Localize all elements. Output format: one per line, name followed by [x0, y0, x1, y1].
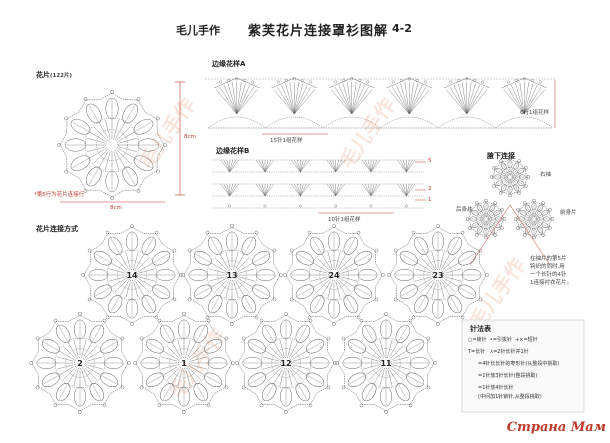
join-motif: 11: [335, 312, 437, 414]
join-motif: 14: [81, 224, 183, 326]
legend-item-4dc: =1针放4针长针: [478, 385, 514, 391]
motif-number: 23: [432, 271, 443, 280]
edge-a-side-note: 6行1组花样: [520, 110, 549, 116]
legend-item: ○=锁针 •=引拔针 +×=短针: [468, 336, 538, 343]
legend-item: T=长针 ⅄=2针长针并1针: [468, 348, 529, 355]
motif-label-text: 花片: [36, 71, 50, 79]
edge-b-repeat: 10针1组花样: [328, 217, 361, 223]
underarm-note-line: 在袖片的第5片: [530, 256, 567, 262]
legend-item-3dc: =1针放3针长针(整段挑取): [478, 373, 538, 379]
author-label: 毛儿手作: [176, 24, 220, 37]
legend-item-4dc-note: (中间加1针锁针,从整段挑取): [478, 394, 542, 400]
edge-pattern-a: [207, 77, 554, 129]
page-code: 4-2: [392, 22, 412, 35]
motif-label: 花片(122片): [36, 70, 72, 80]
motif-number: 14: [126, 271, 138, 280]
underarm-front: 前身片: [560, 210, 577, 216]
edge-b-row-2: 2: [428, 186, 432, 192]
motif-width: 8cm: [110, 205, 122, 211]
join-motif: 1: [133, 312, 235, 414]
motif-number: 13: [226, 271, 237, 280]
join-motif: 2: [29, 312, 131, 414]
legend-title: 针法表: [470, 325, 491, 333]
edge-a-repeat: 15针1组花样: [270, 138, 303, 144]
underarm-back: 后身片: [456, 207, 473, 213]
motif-number: 2: [77, 359, 83, 368]
motif-number: 12: [280, 359, 291, 368]
motif-join-note: *第5行为花片连接行: [34, 192, 85, 198]
underarm-right-sleeve: 右袖: [540, 172, 552, 178]
dimension-lines: [60, 81, 185, 203]
edge-b-row-5: 5: [428, 158, 432, 164]
underarm-note-line: 钩织的同时,用: [530, 264, 565, 270]
join-motif: 24: [283, 224, 385, 326]
page-title: 紫芙花片连接罩衫图解: [248, 24, 389, 39]
underarm-note: 在袖片的第5片 钩织的同时,用 一个长针的4针 1连接衬衣花片。: [530, 255, 572, 287]
join-motif: 12: [235, 312, 337, 414]
legend-item-slip: •=引拔针: [489, 337, 512, 343]
underarm-label: 腋下连接: [487, 152, 515, 160]
motif-count: (122片): [50, 73, 73, 79]
join-method-label: 花片连接方式: [36, 225, 78, 233]
underarm-note-line: 1连接衬衣花片。: [530, 280, 572, 286]
legend-item-dc2tog: ⅄=2针长针并1针: [490, 349, 529, 355]
motif-height: 8cm: [184, 134, 196, 140]
svg-text:毛儿手作: 毛儿手作: [164, 324, 230, 403]
motif-number: 1: [181, 359, 187, 368]
edge-b-label: 边缘花样B: [216, 147, 250, 155]
site-brand-logo: Страна Мам: [506, 420, 606, 435]
motif-number: 11: [380, 359, 392, 368]
svg-text:毛儿手作: 毛儿手作: [334, 94, 400, 173]
underarm-note-line: 一个长针的4针: [530, 272, 567, 278]
motif-number: 24: [328, 271, 340, 280]
underarm-join-diagram: [465, 156, 555, 266]
join-motif-grid: 14 13 24 23 2 1 12 11: [29, 224, 489, 414]
edge-pattern-b: [212, 159, 426, 209]
legend-box: [461, 319, 585, 413]
edge-b-row-1: 1: [428, 197, 432, 203]
edge-a-label: 边缘花样A: [212, 60, 246, 68]
join-motif: 23: [387, 224, 489, 326]
legend-item-chain: ○=锁针: [468, 337, 487, 343]
legend-item-bobble: =4针长长针的枣形针(从整段中挑取): [478, 361, 560, 367]
legend-item-sc: +×=短针: [515, 337, 538, 343]
legend-item-dc: T=长针: [468, 349, 486, 355]
join-motif: 13: [181, 224, 283, 326]
motif-chart: [57, 90, 167, 200]
